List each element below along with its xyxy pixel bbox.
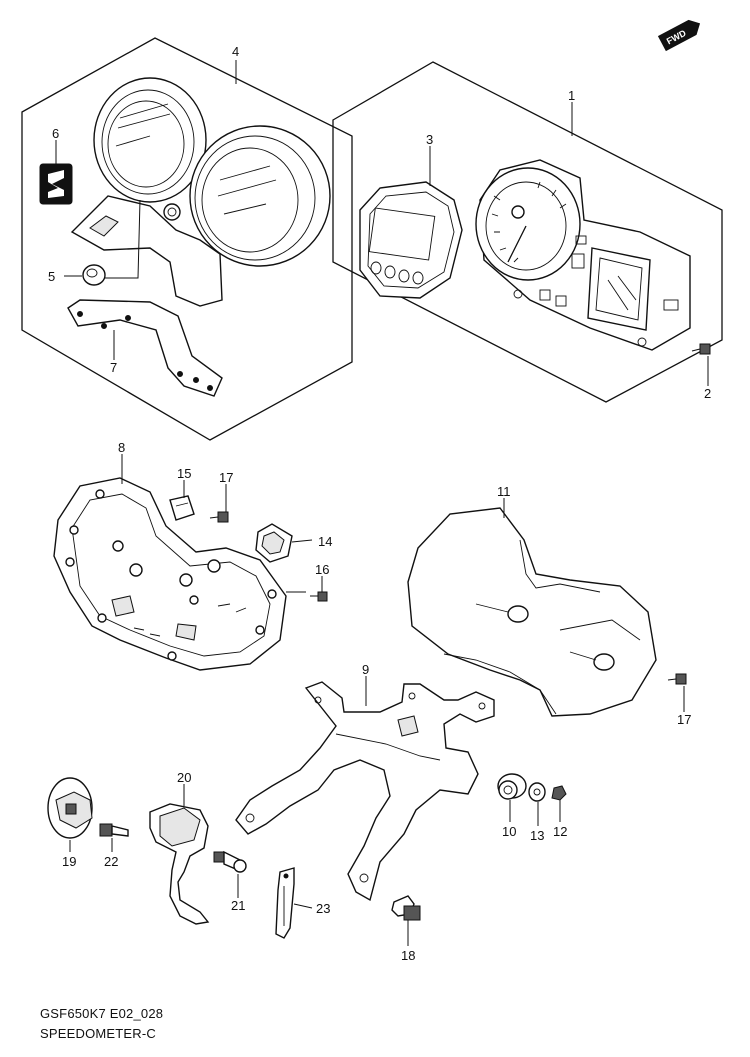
part-22-bolt (99, 823, 129, 837)
part-21-bolt (213, 850, 247, 873)
callout-17-right: 17 (677, 712, 691, 727)
part-17-screw-right (667, 673, 687, 685)
callout-1: 1 (568, 88, 575, 103)
callout-9: 9 (362, 662, 369, 677)
callout-23: 23 (316, 901, 330, 916)
diagram-title: SPEEDOMETER-C (40, 1026, 156, 1041)
callout-12: 12 (553, 824, 567, 839)
callout-labels: 1 2 3 4 5 6 7 8 9 10 11 12 13 14 15 16 1… (48, 44, 711, 963)
part-10-collar (497, 773, 527, 800)
part-17-screw-upper (209, 511, 229, 523)
part-8-lower-case (53, 477, 287, 671)
callout-22: 22 (104, 854, 118, 869)
part-7-bracket (67, 299, 223, 397)
callout-7: 7 (110, 360, 117, 375)
assembly-box-4 (21, 37, 353, 441)
callout-2: 2 (704, 386, 711, 401)
part-1-meter-assembly (475, 159, 691, 351)
part-3-lcd-frame (359, 181, 463, 299)
part-9-main-bracket (235, 681, 495, 902)
part-20-switch (149, 803, 210, 925)
callout-11: 11 (497, 484, 511, 499)
callout-18: 18 (401, 948, 415, 963)
callout-3: 3 (426, 132, 433, 147)
part-18-bolt (391, 895, 421, 921)
part-4-meter-case (70, 77, 331, 307)
callout-4: 4 (232, 44, 239, 59)
callout-17-upper: 17 (219, 470, 233, 485)
part-12-nut (551, 785, 567, 801)
callout-13: 13 (530, 828, 544, 843)
callout-19: 19 (62, 854, 76, 869)
part-6-emblem (39, 163, 73, 205)
callout-15: 15 (177, 466, 191, 481)
callout-16: 16 (315, 562, 329, 577)
part-16-screw (310, 591, 328, 602)
callout-8: 8 (118, 440, 125, 455)
diagram-code: GSF650K7 E02_028 (40, 1006, 163, 1021)
part-5-grommet (82, 264, 106, 286)
part-2-screw (691, 343, 711, 355)
callout-21: 21 (231, 898, 245, 913)
callout-14: 14 (318, 534, 332, 549)
callout-5: 5 (48, 269, 55, 284)
leader-lines (55, 60, 709, 946)
part-23-strap (275, 867, 295, 939)
part-14-seal (255, 523, 293, 563)
callout-10: 10 (502, 824, 516, 839)
callout-20: 20 (177, 770, 191, 785)
part-19-connector (47, 777, 93, 839)
part-13-washer (528, 782, 546, 802)
assembly-box-1 (332, 61, 723, 403)
part-11-meter-hood (407, 507, 657, 717)
part-15-cushion (169, 495, 195, 521)
callout-6: 6 (52, 126, 59, 141)
fwd-direction-badge: FWD (657, 19, 701, 52)
